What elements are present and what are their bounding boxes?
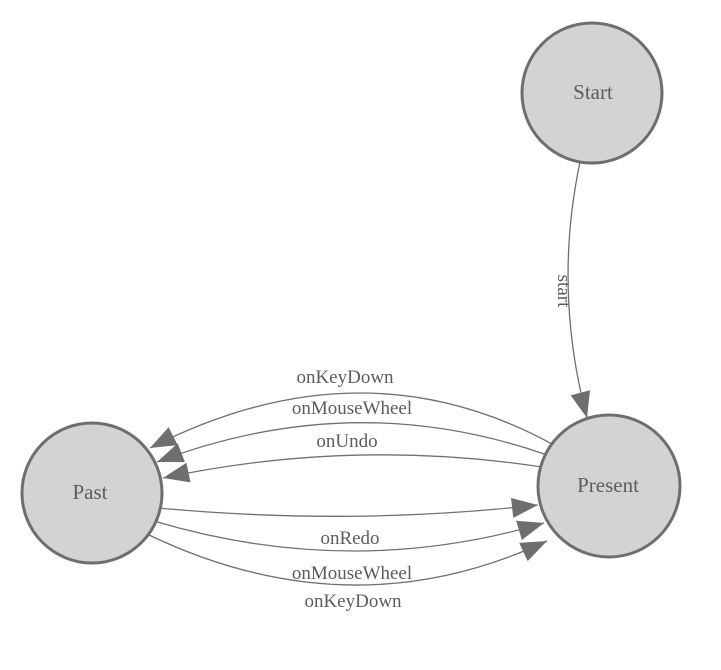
edge-label-start: start (553, 275, 574, 308)
arrowhead-icon (163, 462, 191, 483)
edge-past-to-present-redo[interactable]: onRedo (157, 498, 539, 549)
edge-label-onredo: onRedo (320, 528, 379, 549)
edge-past-to-present-redo-line[interactable] (157, 504, 539, 517)
arrowhead-icon (516, 520, 544, 540)
edge-present-to-past-keydown[interactable]: onKeyDown (149, 367, 553, 449)
edge-past-to-present-keydown[interactable]: onKeyDown (148, 534, 548, 612)
arrowhead-icon (150, 427, 178, 448)
state-node-start-circle[interactable] (520, 21, 664, 165)
state-node-start[interactable]: Start (520, 21, 664, 165)
arrowhead-icon (511, 498, 538, 518)
arrowhead-icon (519, 541, 547, 562)
edge-past-to-present-keydown-line[interactable] (148, 534, 548, 586)
edge-present-to-past-undo[interactable]: onUndo (162, 431, 543, 483)
edge-start-to-present-line[interactable] (567, 161, 588, 419)
state-node-present[interactable]: Present (536, 413, 682, 559)
edge-present-to-past-undo-line[interactable] (162, 454, 543, 479)
state-node-past-circle[interactable] (20, 421, 164, 565)
edge-label-onkeydown-top: onKeyDown (296, 367, 394, 388)
edge-label-onkeydown-bottom: onKeyDown (304, 591, 402, 612)
state-node-present-circle[interactable] (536, 413, 682, 559)
edge-present-to-past-mousewheel-line[interactable] (156, 422, 548, 463)
edge-label-onundo: onUndo (316, 431, 377, 452)
edge-label-onmousewheel-bottom: onMouseWheel (292, 563, 412, 584)
edge-past-to-present-mousewheel[interactable]: onMouseWheel (153, 520, 545, 584)
arrowhead-icon (157, 443, 185, 463)
state-node-past[interactable]: Past (20, 421, 164, 565)
edge-present-to-past-mousewheel[interactable]: onMouseWheel (156, 398, 548, 463)
edge-past-to-present-mousewheel-line[interactable] (153, 520, 545, 552)
edge-label-onmousewheel-top: onMouseWheel (292, 398, 412, 419)
edge-present-to-past-keydown-line[interactable] (149, 392, 553, 449)
edge-start-to-present[interactable]: start (553, 161, 590, 419)
arrowhead-icon (570, 390, 590, 418)
